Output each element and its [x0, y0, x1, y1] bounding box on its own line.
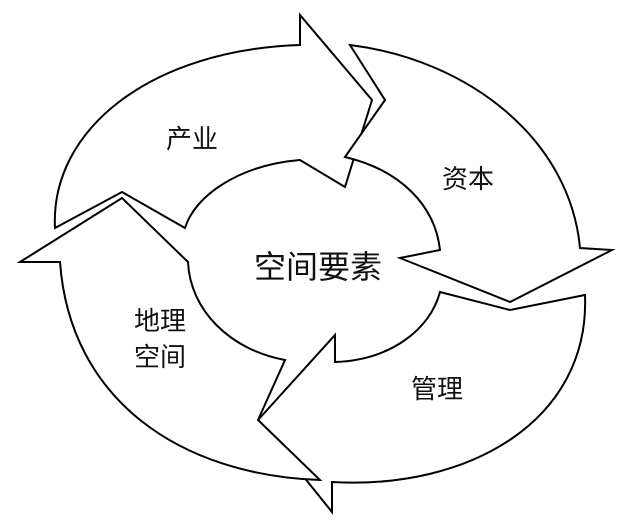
label-management: 管理 — [411, 375, 463, 405]
arrow-industry — [53, 12, 374, 230]
label-industry: 产业 — [166, 125, 218, 155]
label-geo-line1: 地理 — [134, 307, 186, 337]
center-label: 空间要素 — [254, 248, 382, 286]
arrow-capital — [343, 43, 616, 304]
arrow-geographic-space — [16, 196, 323, 482]
arrow-management — [256, 290, 587, 515]
label-capital: 资本 — [442, 165, 494, 195]
label-geo-line2: 空间 — [134, 343, 186, 373]
